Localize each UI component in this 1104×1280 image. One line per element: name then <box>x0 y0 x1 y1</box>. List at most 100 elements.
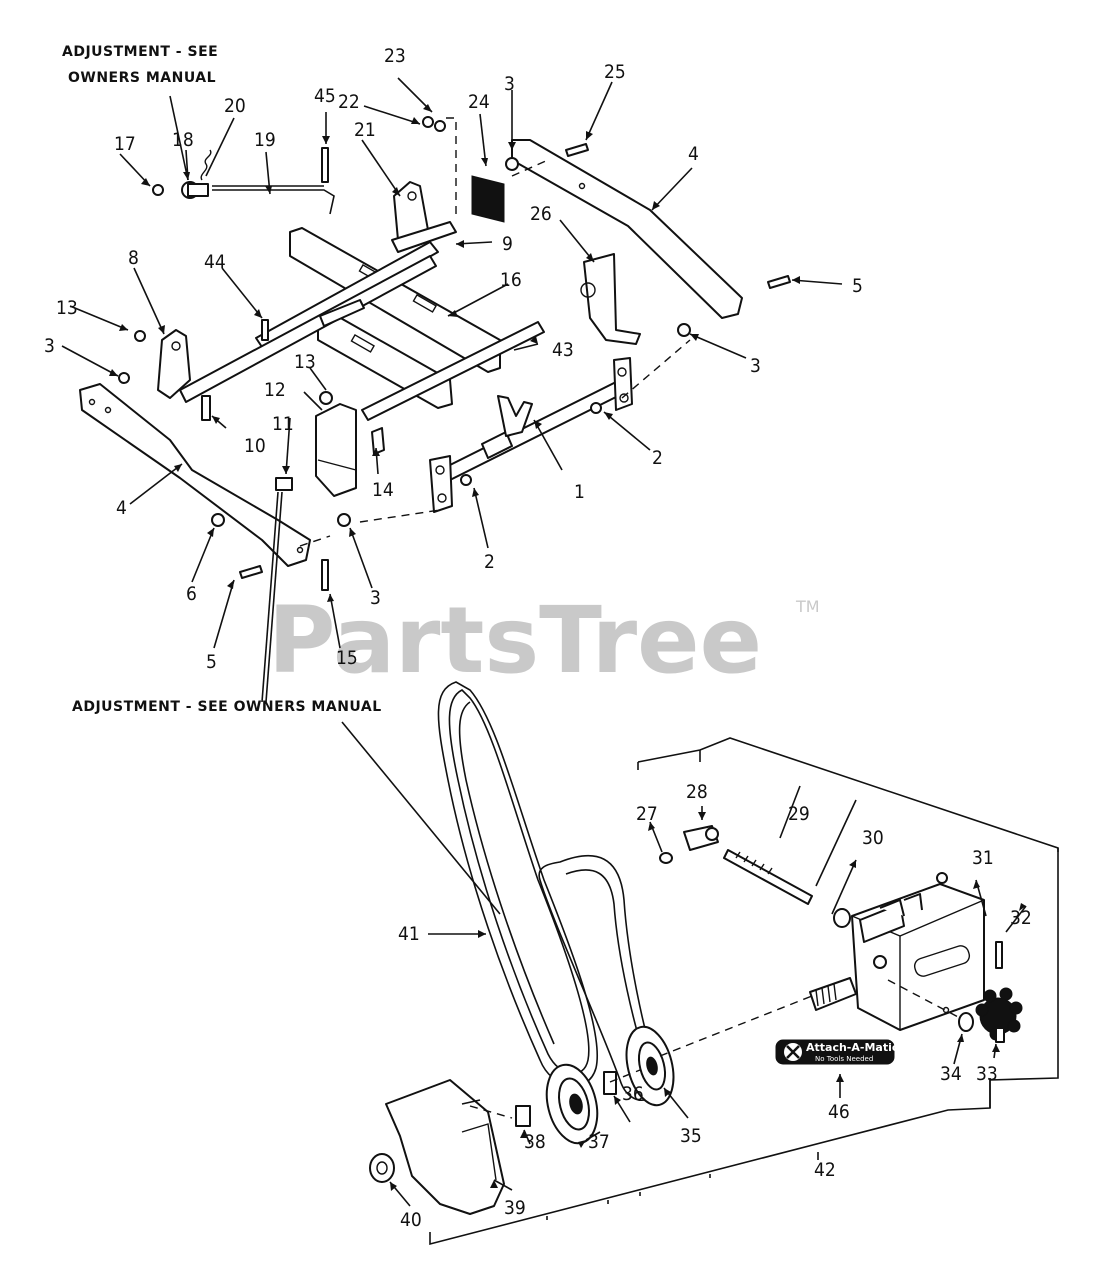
note-top-line1: ADJUSTMENT - SEE <box>62 44 218 60</box>
right-arm-part-4 <box>511 139 743 319</box>
washer-part-34 <box>958 1012 974 1032</box>
note-top-line2: OWNERS MANUAL <box>68 70 216 86</box>
pin-part-10 <box>201 395 211 421</box>
callout-39: 39 <box>504 1197 526 1219</box>
upper-assembly <box>79 116 791 591</box>
callout-31: 31 <box>972 847 994 869</box>
callout-23: 23 <box>384 45 406 67</box>
callout-5-left: 5 <box>206 651 217 673</box>
callout-34: 34 <box>940 1063 962 1085</box>
callout-33: 33 <box>976 1063 998 1085</box>
callout-16: 16 <box>500 269 522 291</box>
spring-part-20 <box>200 149 212 181</box>
rod-front <box>319 299 365 327</box>
callout-14: 14 <box>372 479 394 501</box>
callout-3-left: 3 <box>44 335 55 357</box>
block-part-24 <box>471 175 505 223</box>
callout-24: 24 <box>468 91 490 113</box>
bracket-part-26 <box>583 253 641 345</box>
pin-part-45 <box>321 147 329 183</box>
callout-2-right: 2 <box>652 447 663 469</box>
callouts: 1 2 2 3 3 3 3 4 4 5 5 6 8 9 10 11 12 13 … <box>44 45 1032 1231</box>
callout-45: 45 <box>314 85 336 107</box>
watermark-tm: TM <box>795 597 820 616</box>
rod-part-43 <box>361 321 545 421</box>
callout-27: 27 <box>636 803 658 825</box>
belt-part-41 <box>437 681 598 1087</box>
callout-3-top: 3 <box>504 73 515 95</box>
decal-subtitle: No Tools Needed <box>815 1055 873 1063</box>
callout-2-left: 2 <box>484 551 495 573</box>
decal-title: Attach-A-Matic <box>806 1041 898 1054</box>
lever-part-9 <box>391 221 457 253</box>
callout-46: 46 <box>828 1101 850 1123</box>
callout-41: 41 <box>398 923 420 945</box>
shaft-plate-left <box>429 455 453 513</box>
rod-middle <box>179 255 437 403</box>
callout-42: 42 <box>814 1159 836 1181</box>
left-arm-part-4 <box>79 383 311 567</box>
callout-20: 20 <box>224 95 246 117</box>
callout-37: 37 <box>588 1131 610 1153</box>
spacer-part-36 <box>603 1071 617 1095</box>
callout-21: 21 <box>354 119 376 141</box>
bracket-part-12 <box>315 403 357 497</box>
decal-part-46: Attach-A-Matic No Tools Needed <box>775 1039 898 1065</box>
callout-30: 30 <box>862 827 884 849</box>
callout-19: 19 <box>254 129 276 151</box>
callout-3-right: 3 <box>750 355 761 377</box>
washer-part-30 <box>833 908 851 928</box>
callout-5-right: 5 <box>852 275 863 297</box>
bracket-part-8 <box>157 329 191 399</box>
callout-40: 40 <box>400 1209 422 1231</box>
guard-part-39 <box>385 1079 505 1215</box>
frame-plate-part-16 <box>289 227 501 373</box>
callout-32: 32 <box>1010 907 1032 929</box>
callout-10: 10 <box>244 435 266 457</box>
callout-11: 11 <box>272 413 294 435</box>
lower-assembly: Attach-A-Matic No Tools Needed <box>369 681 1059 1246</box>
callout-43: 43 <box>552 339 574 361</box>
callout-4-right: 4 <box>688 143 699 165</box>
shaft-part-1 <box>439 379 627 483</box>
bolt-part-5-left <box>239 565 263 579</box>
callout-38: 38 <box>524 1131 546 1153</box>
callout-36: 36 <box>622 1083 644 1105</box>
bolt-part-14 <box>371 427 385 455</box>
callout-18: 18 <box>172 129 194 151</box>
screw-part-15 <box>321 559 329 591</box>
nut-part-27 <box>659 852 673 864</box>
callout-13-mid: 13 <box>294 351 316 373</box>
watermark: PartsTree <box>268 587 762 694</box>
nut-part-40 <box>369 1153 395 1183</box>
callout-13-left: 13 <box>56 297 78 319</box>
callout-15: 15 <box>336 647 358 669</box>
bolt-part-5-right <box>767 275 791 289</box>
callout-12: 12 <box>264 379 286 401</box>
stud-part <box>809 977 857 1011</box>
callout-1: 1 <box>574 481 585 503</box>
callout-4-left: 4 <box>116 497 127 519</box>
callout-22: 22 <box>338 91 360 113</box>
callout-29: 29 <box>788 803 810 825</box>
callout-25: 25 <box>604 61 626 83</box>
rod-part-29 <box>723 849 813 905</box>
callout-44: 44 <box>204 251 226 273</box>
callout-35: 35 <box>680 1125 702 1147</box>
kit-outline <box>429 737 1059 1246</box>
callout-6: 6 <box>186 583 197 605</box>
callout-17: 17 <box>114 133 136 155</box>
callout-3-bottom: 3 <box>370 587 381 609</box>
bolt-part-25 <box>565 143 589 157</box>
arrowheads <box>109 104 1026 1191</box>
callout-26: 26 <box>530 203 552 225</box>
spacer-part-38 <box>515 1105 531 1127</box>
callout-9: 9 <box>502 233 513 255</box>
rod-part-19 <box>212 189 335 215</box>
pin-part-32 <box>995 941 1003 969</box>
callout-8: 8 <box>128 247 139 269</box>
pin-part-44 <box>261 319 269 341</box>
callout-28: 28 <box>686 781 708 803</box>
note-middle: ADJUSTMENT - SEE OWNERS MANUAL <box>72 699 382 715</box>
